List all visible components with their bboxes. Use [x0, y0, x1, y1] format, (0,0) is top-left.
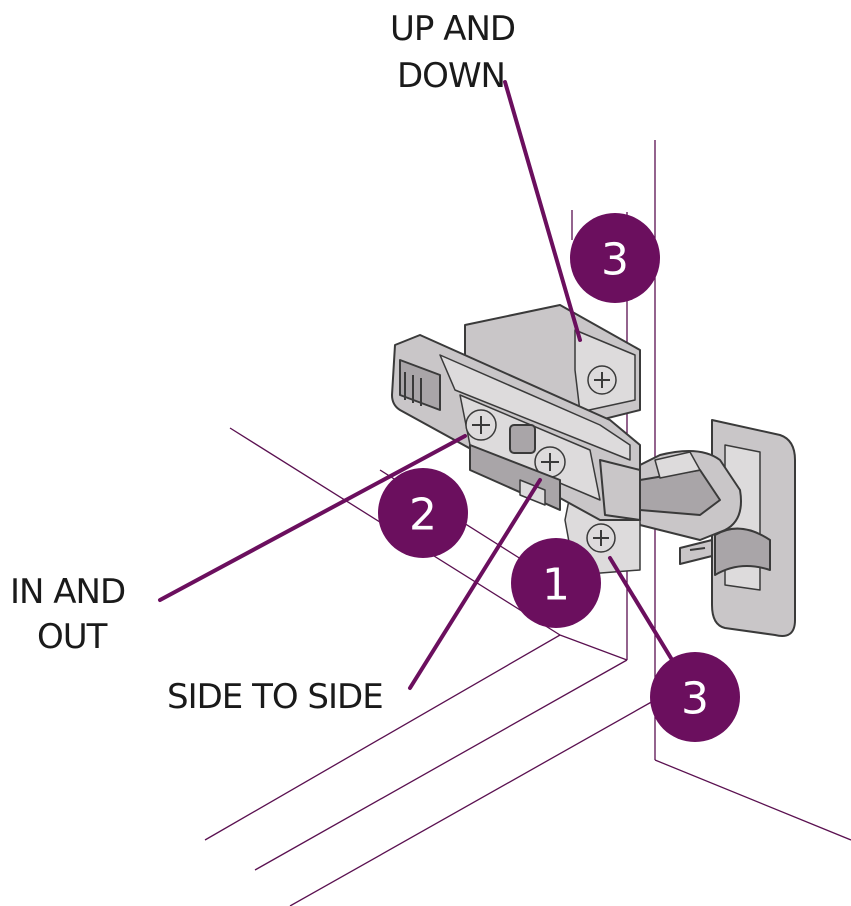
svg-text:1: 1	[542, 560, 570, 611]
hinge-cup-plate	[679, 419, 796, 637]
badge-one: 1	[511, 538, 601, 628]
label-in-and-out-line2: OUT	[37, 617, 108, 657]
hinge-linkage	[629, 450, 742, 541]
label-in-and-out-line1: IN AND	[10, 572, 125, 612]
up-down-pointer	[503, 80, 582, 342]
side-to-side-pointer	[408, 478, 542, 690]
svg-text:3: 3	[681, 674, 709, 725]
in-out-pointer	[158, 434, 467, 602]
label-side-to-side: SIDE TO SIDE	[167, 677, 383, 717]
label-up-and-down-line2: DOWN	[397, 56, 505, 96]
badge-two: 2	[378, 468, 468, 558]
svg-text:3: 3	[601, 235, 629, 286]
hinge-arm	[391, 334, 641, 521]
badge-three-bottom: 3	[650, 652, 740, 742]
badge-three-top: 3	[570, 213, 660, 303]
label-up-and-down-line1: UP AND	[390, 9, 515, 49]
svg-text:2: 2	[409, 490, 437, 541]
